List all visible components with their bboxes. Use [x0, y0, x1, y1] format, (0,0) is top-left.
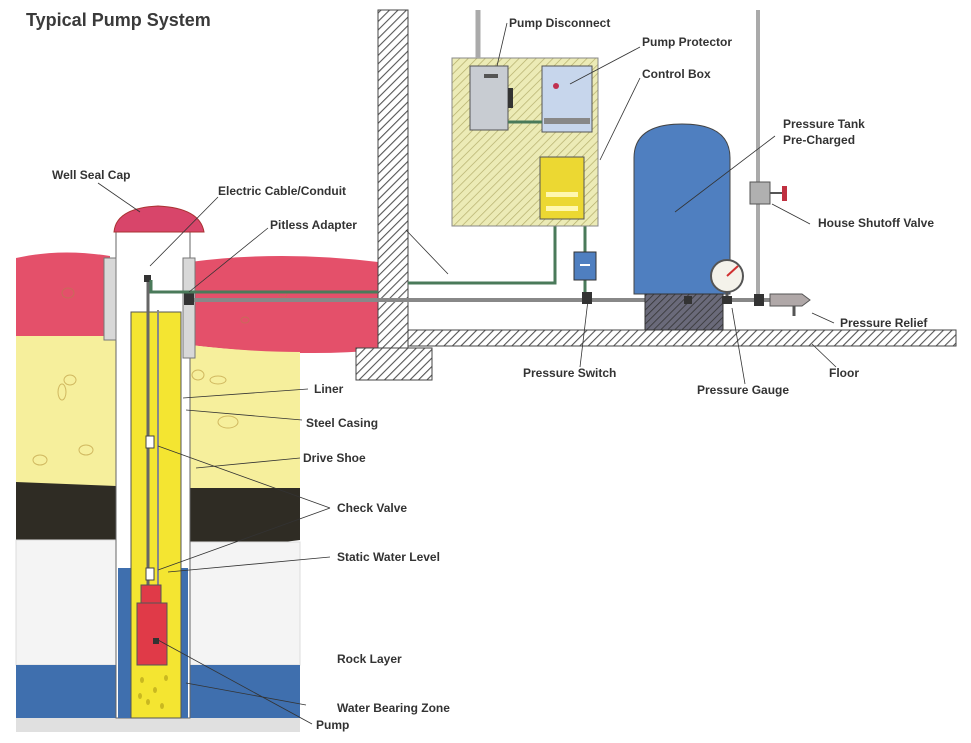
rock-layer [15, 539, 117, 666]
label-pump-disconnect: Pump Disconnect [509, 16, 611, 30]
rock-layer-right [189, 541, 301, 666]
label-pitless-adapter: Pitless Adapter [270, 218, 357, 232]
footing [355, 347, 433, 381]
label-rock-layer: Rock Layer [337, 652, 402, 666]
clay-layer [16, 482, 116, 547]
upper-fitting [144, 275, 151, 282]
house-shutoff-valve [749, 181, 771, 205]
label-pre-charged: Pre-Charged [783, 133, 856, 147]
label-pump: Pump [316, 718, 350, 732]
submersible-pump [136, 602, 168, 666]
check-valve-lower [145, 567, 155, 581]
pump-motor-top [140, 584, 162, 604]
label-static-water-level: Static Water Level [337, 550, 440, 564]
label-well-seal-cap: Well Seal Cap [52, 168, 131, 182]
label-control-box: Control Box [642, 67, 711, 81]
check-valve-upper [145, 435, 155, 449]
topsoil-layer-right [190, 256, 378, 354]
label-water-bearing-zone: Water Bearing Zone [337, 701, 450, 715]
pitless-adapter [184, 293, 194, 305]
label-pressure-relief: Pressure Relief [840, 316, 928, 330]
label-liner: Liner [314, 382, 344, 396]
label-floor: Floor [829, 366, 859, 380]
label-pressure-gauge: Pressure Gauge [697, 383, 790, 397]
floor [407, 329, 957, 347]
label-check-valve: Check Valve [337, 501, 408, 515]
label-pressure-switch: Pressure Switch [523, 366, 617, 380]
label-house-shutoff-valve: House Shutoff Valve [818, 216, 935, 230]
pump-marker [153, 638, 159, 644]
pressure-relief-valve [769, 293, 811, 307]
sand-layer [16, 336, 116, 486]
diagram-title: Typical Pump System [26, 10, 211, 30]
water-zone-right [190, 665, 300, 718]
well-seal-cap [113, 205, 205, 233]
water-zone-left [16, 665, 116, 718]
sand-layer-right [190, 345, 300, 488]
foundation-wall [377, 9, 409, 349]
label-pump-protector: Pump Protector [642, 35, 733, 49]
label-steel-casing: Steel Casing [306, 416, 379, 430]
casing-collar-right [182, 257, 196, 359]
clay-layer-right [190, 488, 300, 546]
pressure-tank [633, 123, 731, 295]
label-drive-shoe: Drive Shoe [303, 451, 366, 465]
casing-collar-left [103, 257, 117, 341]
ground-strip [16, 718, 300, 732]
label-pressure-tank: Pressure Tank [783, 117, 865, 131]
label-electric-cable: Electric Cable/Conduit [218, 184, 347, 198]
